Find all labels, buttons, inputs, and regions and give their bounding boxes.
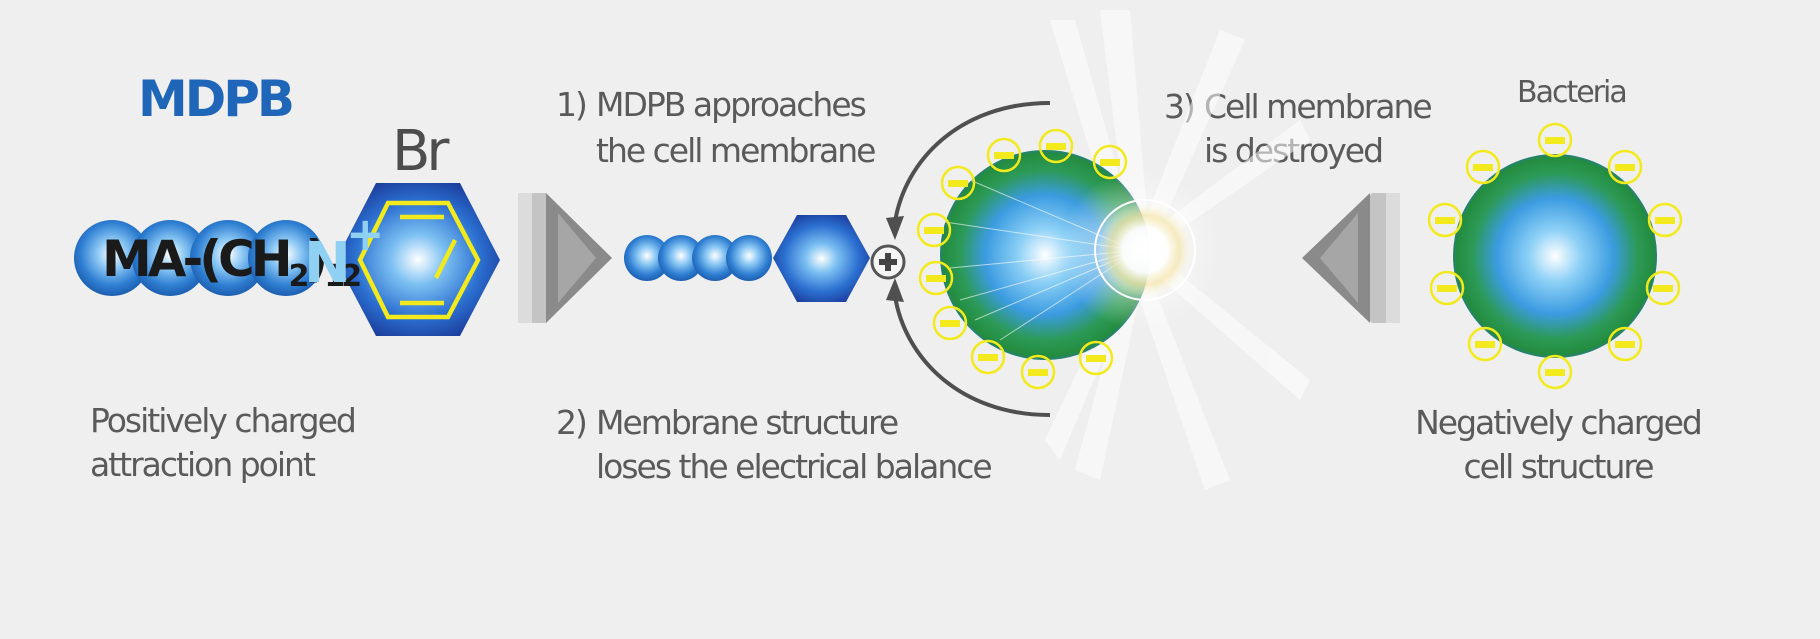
svg-text:MDPB approaches: MDPB approaches [596,85,866,124]
molecule-title: MDPB [138,70,292,128]
svg-text:Membrane structure: Membrane structure [596,403,898,442]
minus-charge-icon [1537,354,1573,390]
minus-charge-icon [1467,326,1503,362]
membrane-burst [1094,199,1196,301]
pyridinium-ring [336,183,500,336]
bacteria-charges [1427,122,1683,390]
minus-charge-icon [1092,144,1128,180]
minus-charge-icon [918,260,954,296]
minus-charge-icon [1607,326,1643,362]
arrow-head-icon [886,216,904,240]
arrow-head-icon [886,278,904,302]
molecule-desc-line2: attraction point [90,445,316,484]
bacteria-desc-line2: cell structure [1463,447,1653,486]
chain-bead [692,235,738,281]
molecule-desc-line1: Positively charged [90,401,355,440]
chevron-arrow-icon [518,193,612,323]
chain-bead [658,235,704,281]
svg-text:Cell membrane: Cell membrane [1204,87,1431,126]
minus-charge-icon [970,339,1006,375]
minus-charge-icon [1537,122,1573,158]
minus-charge-icon [1647,202,1683,238]
minus-charge-icon [1020,354,1056,390]
minus-charge-icon [1465,149,1501,185]
step-2-label: 2) Membrane structure loses the electric… [556,403,993,486]
minus-charge-icon [986,137,1022,173]
small-molecule [624,215,870,302]
svg-text:the cell membrane: the cell membrane [596,131,875,170]
chevron-arrow-icon [1302,193,1400,323]
chain-bead [624,235,670,281]
attacked-cell-charges [916,128,1128,390]
svg-text:loses the electrical balance: loses the electrical balance [596,447,991,486]
step-1-label: 1) MDPB approaches the cell membrane [556,85,877,170]
minus-charge-icon [932,305,968,341]
aromatic-bond [433,238,458,280]
nitrogen-atom: N [304,231,351,296]
minus-charge-icon [1429,270,1465,306]
chain-bead [74,220,150,296]
chain-bead [726,235,772,281]
bacteria-desc-line1: Negatively charged [1415,403,1701,442]
bacteria-title: Bacteria [1517,75,1626,110]
bacteria-cell [1453,154,1657,358]
minus-charge-icon [1078,340,1114,376]
counter-ion-br: Br [392,119,450,184]
minus-charge-icon [1645,270,1681,306]
chain-bead [132,220,208,296]
small-pyridinium-hexagon [773,215,870,302]
alkyl-chain [74,220,324,296]
curved-arrows [886,101,1051,417]
positive-charge-sign: + [346,207,385,261]
formula: MA-(CH2)12 [102,230,360,294]
chain-bead [190,220,266,296]
minus-charge-icon [1607,149,1643,185]
plus-charge-icon [870,244,906,280]
svg-text:2): 2) [556,403,586,442]
minus-charge-icon [1038,128,1074,164]
minus-charge-icon [940,165,976,201]
svg-text:1): 1) [556,85,586,124]
chain-bead [248,220,324,296]
minus-charge-icon [916,212,952,248]
minus-charge-icon [1427,202,1463,238]
aromatic-ring-outline [357,200,481,320]
